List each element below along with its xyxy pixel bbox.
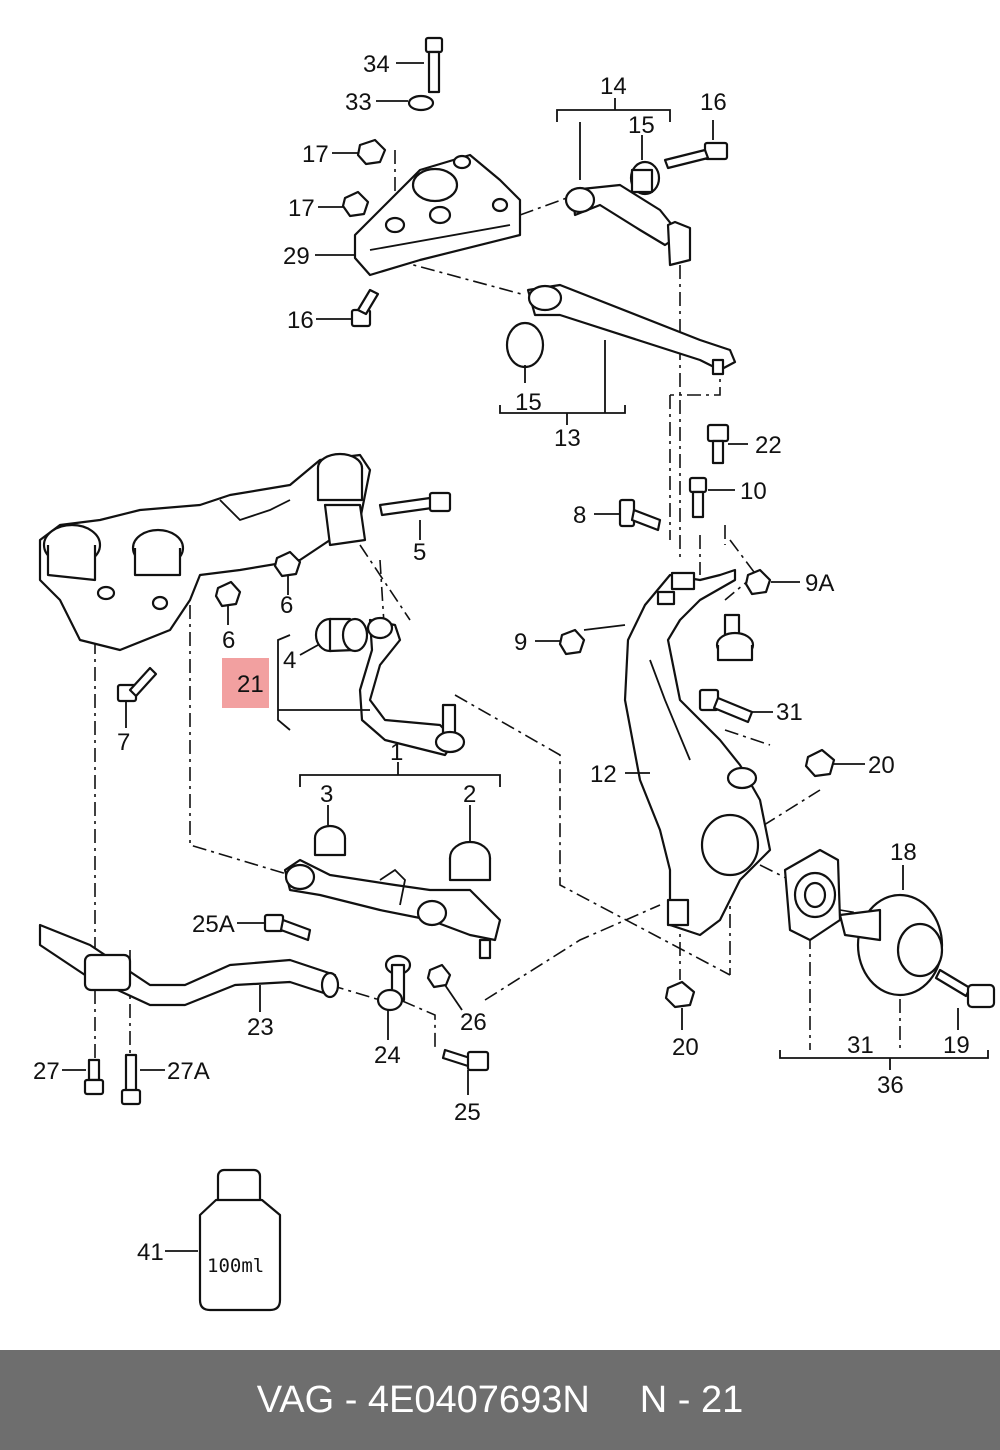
nut-9a [744, 568, 772, 596]
bolt-25a [263, 913, 312, 942]
nut-26 [426, 963, 452, 989]
bush-2 [448, 840, 492, 882]
callout-15-upper: 15 [628, 112, 655, 139]
strut-mount-29 [353, 153, 522, 277]
callout-7: 7 [117, 729, 130, 756]
suspension-exploded-diagram: 34 33 17 17 29 16 14 15 16 15 13 22 10 8… [33, 36, 996, 1312]
callout-23: 23 [247, 1014, 274, 1041]
callout-17-upper: 17 [302, 141, 329, 168]
nut-20-upper [804, 748, 836, 778]
callout-19: 19 [943, 1032, 970, 1059]
callout-36: 36 [877, 1072, 904, 1099]
washer-33 [407, 94, 435, 112]
bush-3 [313, 824, 347, 857]
bolt-16-left [350, 288, 380, 328]
subframe [38, 452, 372, 652]
stabilizer-bar-23 [38, 923, 340, 1007]
callout-31-lower: 31 [847, 1032, 874, 1059]
callout-27a: 27A [167, 1058, 210, 1085]
lower-arm-21 [358, 616, 466, 757]
callout-29: 29 [283, 243, 310, 270]
callout-33: 33 [345, 89, 372, 116]
callout-34: 34 [363, 51, 390, 78]
bolt-8 [618, 498, 662, 532]
wheel-bearing-housing-12 [623, 568, 772, 937]
callout-8: 8 [573, 502, 586, 529]
nut-17-upper [356, 138, 387, 166]
bottle-volume-label: 100ml [207, 1255, 264, 1277]
nut-6-left [214, 580, 242, 608]
upper-arm-14 [564, 160, 692, 267]
callout-27: 27 [33, 1058, 60, 1085]
bolt-10 [688, 476, 708, 519]
callout-25: 25 [454, 1099, 481, 1126]
part-number: VAG - 4E0407693N [256, 1378, 590, 1421]
nut-20-lower [664, 980, 696, 1009]
lower-arm-1 [283, 858, 502, 960]
callout-13: 13 [554, 425, 581, 452]
callout-21: 21 [237, 671, 264, 698]
callout-labels: 34 33 17 17 29 16 14 15 16 15 13 22 10 8… [33, 51, 970, 1277]
callout-41: 41 [137, 1239, 164, 1266]
bolt-7 [116, 666, 158, 703]
callout-9: 9 [514, 629, 527, 656]
callout-2: 2 [463, 781, 476, 808]
callout-10: 10 [740, 478, 767, 505]
callout-6-right: 6 [280, 592, 293, 619]
callout-9a: 9A [805, 570, 834, 597]
highlight-box-21 [222, 658, 269, 708]
bolt-22 [706, 423, 730, 465]
bolt-27 [83, 1058, 105, 1096]
nut-17-lower [341, 190, 370, 218]
callout-18: 18 [890, 839, 917, 866]
bolt-16-right [663, 141, 729, 170]
callout-24: 24 [374, 1042, 401, 1069]
callout-25a: 25A [192, 911, 235, 938]
callout-16-left: 16 [287, 307, 314, 334]
callout-15-lower: 15 [515, 389, 542, 416]
callout-3: 3 [320, 781, 333, 808]
wheel-hub-36 [838, 893, 944, 997]
callout-5: 5 [413, 539, 426, 566]
bolt-27a [120, 1053, 142, 1106]
callout-1: 1 [390, 739, 403, 766]
callout-20-lower: 20 [672, 1034, 699, 1061]
callout-12: 12 [590, 761, 617, 788]
bolt-31 [698, 688, 754, 724]
nut-6-right [273, 550, 302, 578]
callout-20-upper: 20 [868, 752, 895, 779]
coupling-rod-24 [376, 954, 412, 1012]
bolt-34 [424, 36, 444, 94]
callout-14: 14 [600, 73, 627, 100]
ball-joint [715, 613, 755, 662]
upper-arm-13 [505, 283, 737, 376]
callout-6-left: 6 [222, 627, 235, 654]
page-reference: N - 21 [639, 1378, 744, 1421]
fluid-bottle-41 [198, 1168, 282, 1312]
bolt-25 [441, 1048, 490, 1072]
bolt-19 [934, 968, 996, 1009]
nut-9 [558, 628, 586, 656]
bush-4 [314, 617, 369, 653]
bolt-5 [378, 491, 452, 517]
part-number-footer: VAG - 4E0407693N N - 21 [0, 1350, 1000, 1450]
wheel-bearing-18 [783, 848, 842, 942]
callout-16-right: 16 [700, 89, 727, 116]
callout-22: 22 [755, 432, 782, 459]
callout-26: 26 [460, 1009, 487, 1036]
callout-17-lower: 17 [288, 195, 315, 222]
callout-31-upper: 31 [776, 699, 803, 726]
leader-lines [62, 62, 989, 1252]
callout-4: 4 [283, 647, 296, 674]
